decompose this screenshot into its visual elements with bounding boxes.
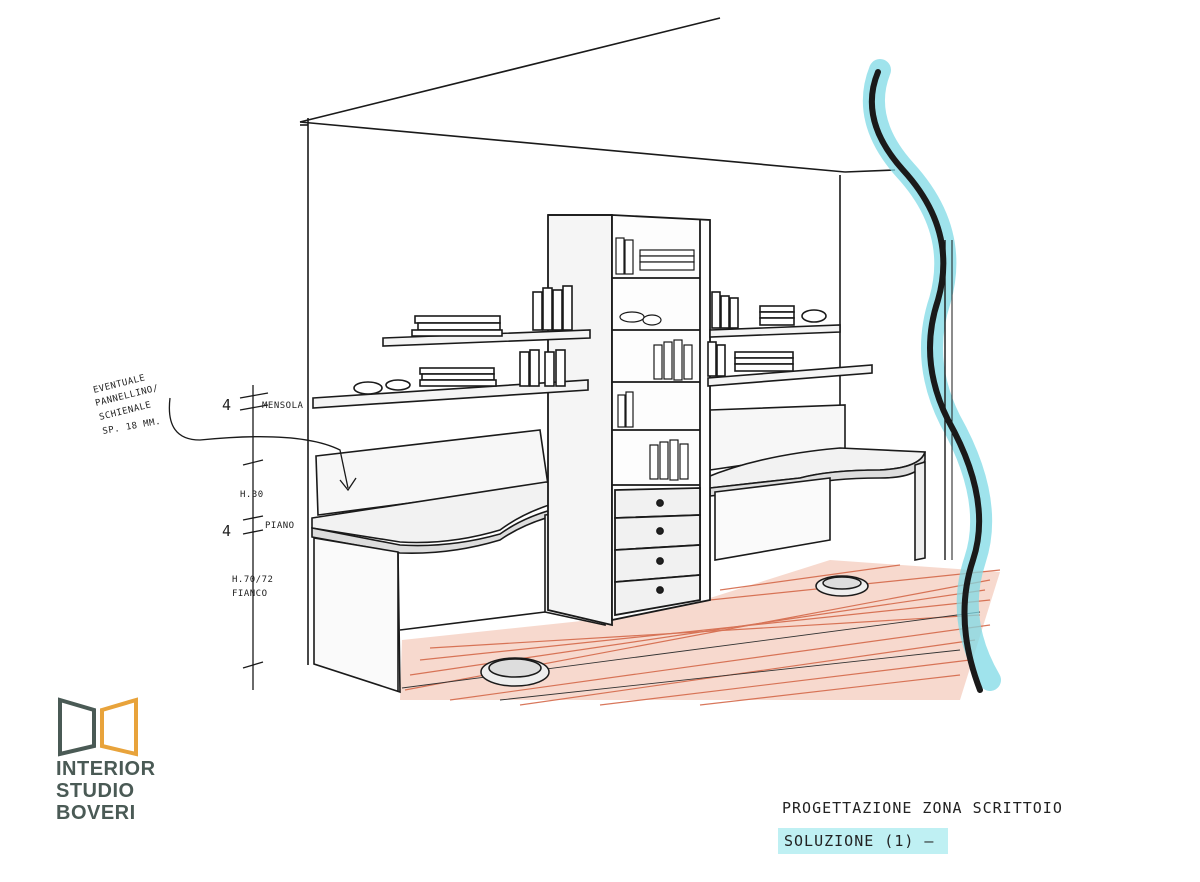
brand-line-3: BOVERI [56, 802, 136, 824]
caption: PROGETTAZIONE ZONA SCRITTOIO SOLUZIONE (… [778, 799, 1063, 854]
tower-books [615, 237, 695, 481]
brand-line-1: INTERIOR [56, 758, 156, 780]
shelves-left [312, 285, 591, 409]
dim-4-top: 4 [222, 396, 231, 414]
wall-edge [862, 59, 1001, 693]
dimension-line [168, 385, 357, 690]
brand-logo: INTERIOR STUDIO BOVERI [56, 696, 206, 824]
dim-h70: H.70/72 [232, 575, 273, 585]
shelf-label: MENSOLA [262, 401, 304, 411]
shelves-right [707, 291, 873, 387]
dim-h30: H.30 [240, 490, 264, 500]
floor-outlet-left [480, 657, 550, 687]
floor-outlet-right [815, 575, 869, 597]
desk-right [703, 404, 927, 561]
room-outline [299, 17, 896, 665]
caption-line-2: SOLUZIONE (1) — [784, 832, 934, 850]
side-label: FIANCO [232, 589, 268, 599]
annotations: EVENTUALE PANNELLINO/ SCHIENALE SP. 18 M… [92, 373, 303, 599]
brand-line-2: STUDIO [56, 780, 135, 802]
dim-4-desk: 4 [222, 522, 231, 540]
desk-label: PIANO [265, 521, 295, 531]
logo-mark-icon [58, 697, 138, 757]
caption-line-1: PROGETTAZIONE ZONA SCRITTOIO [782, 799, 1063, 817]
